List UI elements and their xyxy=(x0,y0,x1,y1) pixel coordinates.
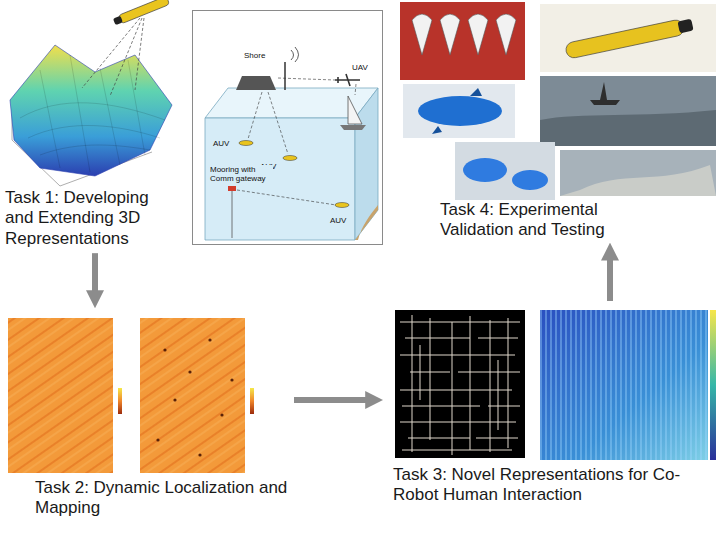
task-caption: Task 2: Dynamic Localization and Mapping xyxy=(35,478,290,519)
blue-robot xyxy=(463,158,507,182)
error-map xyxy=(140,318,245,473)
task-block: Task 2: Dynamic Localization and Mapping xyxy=(0,310,290,519)
shore-photo xyxy=(560,165,716,196)
photo-panel xyxy=(455,142,555,200)
seabed xyxy=(355,205,378,240)
blue-robot xyxy=(512,170,548,190)
water-front xyxy=(205,118,355,240)
auv-tail xyxy=(677,19,693,34)
field-stripes xyxy=(540,310,708,460)
scene-label: Shore xyxy=(243,51,266,60)
task-block: Task 4: Experimental Validation and Test… xyxy=(395,0,719,241)
vehicle-nose xyxy=(113,16,123,25)
auv-body xyxy=(565,19,686,60)
terrain-surface xyxy=(10,45,172,176)
map-points xyxy=(156,338,233,456)
water-side xyxy=(355,88,378,240)
map-texture xyxy=(8,318,113,473)
crack-grid xyxy=(395,310,525,458)
boat-sail xyxy=(348,96,362,124)
error-map xyxy=(8,318,113,473)
photo-panel xyxy=(540,4,716,72)
blue-auv xyxy=(418,96,502,126)
field-plot xyxy=(540,310,708,460)
comm-gateway xyxy=(228,186,236,191)
scene-box: ShoreUAVAUVAUVMooring with Comm gatewayA… xyxy=(192,10,383,245)
color-bar xyxy=(250,388,254,414)
scene-label: Mooring with Comm gateway xyxy=(209,165,273,183)
task-block: Task 1: Developing and Extending 3D Repr… xyxy=(5,0,185,249)
flow-arrow xyxy=(607,250,613,301)
auv-symbol xyxy=(283,156,297,161)
hull-parts xyxy=(412,14,516,55)
task-caption: Task 3: Novel Representations for Co-Rob… xyxy=(393,465,717,506)
water-photo xyxy=(540,110,716,146)
color-bar xyxy=(118,388,122,414)
photo-panel xyxy=(540,76,716,146)
photo-panel xyxy=(403,84,515,138)
boat-hull xyxy=(340,125,366,130)
surface-plot xyxy=(10,0,172,186)
grid-lines xyxy=(400,315,520,455)
yellow-auv xyxy=(565,17,695,59)
photo-panel xyxy=(400,2,525,80)
boat-photo xyxy=(590,82,620,105)
comm-links xyxy=(237,78,356,205)
map-texture xyxy=(140,318,245,473)
task-block: Task 3: Novel Representations for Co-Rob… xyxy=(385,305,719,506)
task-caption: Task 1: Developing and Extending 3D Repr… xyxy=(5,188,155,249)
flow-arrow xyxy=(294,397,376,403)
auv-symbol xyxy=(335,203,349,208)
auv-fins xyxy=(432,88,482,134)
photo-panel xyxy=(560,150,716,196)
color-bar xyxy=(710,310,716,460)
mooring-line xyxy=(232,188,233,238)
task-caption: Task 4: Experimental Validation and Test… xyxy=(440,200,670,241)
shore-station xyxy=(236,76,276,90)
grid-images xyxy=(395,310,716,460)
network-scene xyxy=(205,47,378,240)
scene-label: AUV xyxy=(212,139,230,148)
photo-collage xyxy=(400,2,716,200)
auv-symbol xyxy=(239,141,253,146)
map-pair xyxy=(8,318,254,473)
radio-tower xyxy=(284,62,286,90)
radio-waves xyxy=(291,47,299,62)
sensor-vehicle xyxy=(113,0,170,26)
scene-label: UAV xyxy=(351,63,369,72)
sonar-beams xyxy=(82,18,144,96)
scene-label: AUV xyxy=(329,216,347,225)
flow-arrow xyxy=(92,253,98,301)
mesh-lines xyxy=(20,55,165,172)
